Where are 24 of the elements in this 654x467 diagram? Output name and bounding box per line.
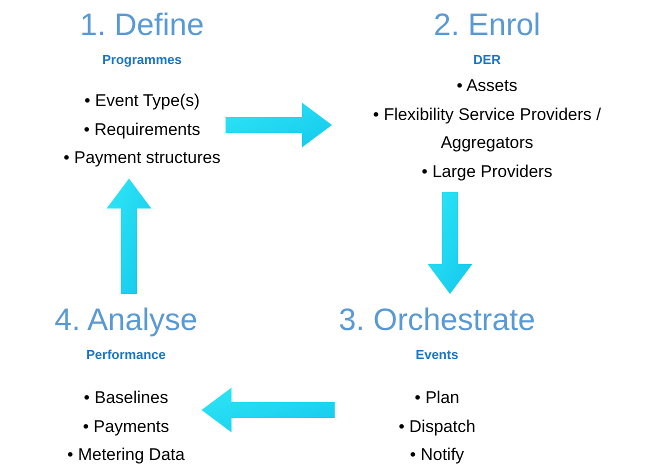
block-arrow [428, 192, 472, 294]
bullet-item: • Metering Data [67, 444, 185, 466]
bullet-item: • Flexibility Service Providers / Aggregators [372, 104, 602, 154]
bullet-item: • Event Type(s) [84, 90, 200, 112]
step-heading: 4. Analyse [54, 301, 198, 339]
bullet-item: • Notify [410, 444, 464, 466]
step-subheading: DER [473, 51, 501, 69]
step-heading: 2. Enrol [434, 6, 540, 44]
bullet-item: • Plan [414, 387, 460, 409]
bullet-item: • Payments [82, 416, 170, 438]
step-subheading: Programmes [102, 51, 182, 69]
block-arrow [226, 102, 332, 148]
step-heading: 1. Define [80, 6, 204, 44]
bullet-item: • Dispatch [398, 416, 476, 438]
bullet-item: • Large Providers [422, 160, 552, 182]
bullet-item: • Payment structures [63, 147, 221, 169]
bullet-item: • Baselines [84, 387, 168, 409]
step-heading: 3. Orchestrate [338, 301, 536, 339]
bullet-item: • Requirements [84, 118, 200, 140]
bullet-item: • Assets [456, 75, 518, 97]
step-subheading: Events [416, 346, 458, 364]
block-arrow [202, 388, 335, 432]
step-subheading: Performance [86, 346, 166, 364]
block-arrow [106, 178, 152, 294]
